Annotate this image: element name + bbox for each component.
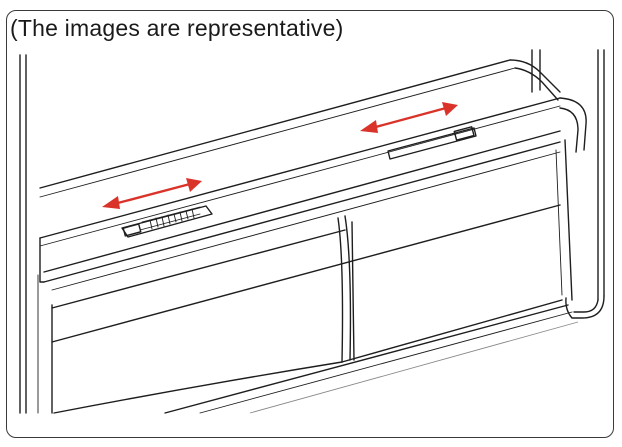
right-cabinet-wall (531, 49, 605, 319)
right-arrow-icon (360, 102, 458, 133)
left-humidity-slider (121, 205, 213, 238)
left-cabinet-wall (19, 54, 39, 414)
shelf-top (39, 59, 561, 198)
figure-caption: (The images are representative) (10, 15, 344, 41)
crisper-drawer (51, 139, 579, 414)
drawer-lid (39, 97, 587, 291)
right-humidity-slider (387, 126, 477, 160)
left-arrow-icon (102, 178, 202, 209)
